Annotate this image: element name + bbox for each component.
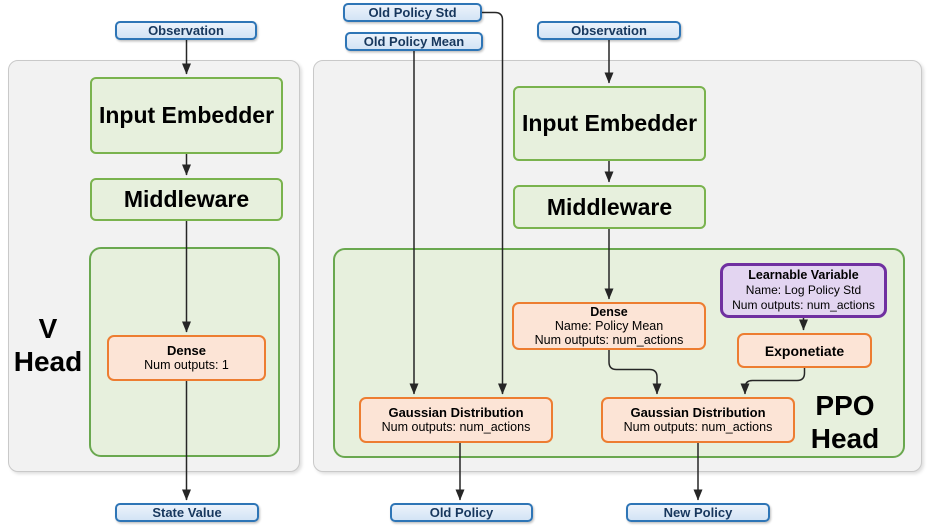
node-dense-policy-mean: Dense Name: Policy Mean Num outputs: num… <box>512 302 706 350</box>
node-new-policy: New Policy <box>626 503 770 522</box>
node-state-value: State Value <box>115 503 259 522</box>
node-gaussian-old-line1: Num outputs: num_actions <box>381 420 531 434</box>
node-dense-policy-mean-line2: Num outputs: num_actions <box>534 333 684 347</box>
node-input-embedder-v-label: Input Embedder <box>98 102 275 128</box>
node-learnable-variable: Learnable Variable Name: Log Policy Std … <box>720 263 887 318</box>
node-observation-ppo-label: Observation <box>571 23 647 38</box>
node-observation-ppo: Observation <box>537 21 681 40</box>
node-old-policy-std-label: Old Policy Std <box>368 5 457 20</box>
node-middleware-v: Middleware <box>90 178 283 221</box>
node-gaussian-old-title: Gaussian Distribution <box>388 405 524 420</box>
node-new-policy-label: New Policy <box>663 505 733 520</box>
node-dense-v-title: Dense <box>166 343 207 358</box>
ppo-head-label-line1: PPO <box>815 390 875 421</box>
node-gaussian-distribution-new: Gaussian Distribution Num outputs: num_a… <box>601 397 795 443</box>
v-head-label: V Head <box>3 312 93 378</box>
node-observation-v: Observation <box>115 21 257 40</box>
node-dense-v: Dense Num outputs: 1 <box>107 335 266 381</box>
node-dense-v-line1: Num outputs: 1 <box>144 358 229 372</box>
ppo-head-label-line2: Head <box>810 423 880 454</box>
node-state-value-label: State Value <box>152 505 222 520</box>
node-gaussian-new-line1: Num outputs: num_actions <box>623 420 773 434</box>
node-learnable-variable-title: Learnable Variable <box>748 268 859 282</box>
node-middleware-v-label: Middleware <box>123 186 250 212</box>
node-middleware-ppo: Middleware <box>513 185 706 229</box>
node-dense-policy-mean-title: Dense <box>590 305 628 319</box>
node-old-policy-label: Old Policy <box>429 505 494 520</box>
node-input-embedder-ppo-label: Input Embedder <box>521 110 698 136</box>
node-input-embedder-ppo: Input Embedder <box>513 86 706 161</box>
node-middleware-ppo-label: Middleware <box>546 193 673 220</box>
v-head-label-line2: Head <box>13 346 83 377</box>
v-head-label-line1: V <box>38 313 58 344</box>
node-old-policy: Old Policy <box>390 503 533 522</box>
node-old-policy-mean: Old Policy Mean <box>345 32 483 51</box>
node-learnable-variable-line1: Name: Log Policy Std <box>745 283 862 297</box>
node-observation-v-label: Observation <box>148 23 224 38</box>
node-gaussian-distribution-old: Gaussian Distribution Num outputs: num_a… <box>359 397 553 443</box>
node-dense-policy-mean-line1: Name: Policy Mean <box>554 319 664 333</box>
node-old-policy-std: Old Policy Std <box>343 3 482 22</box>
node-input-embedder-v: Input Embedder <box>90 77 283 154</box>
node-learnable-variable-line2: Num outputs: num_actions <box>732 298 875 312</box>
node-exponetiate: Exponetiate <box>737 333 872 368</box>
ppo-head-label: PPO Head <box>800 389 890 455</box>
node-gaussian-new-title: Gaussian Distribution <box>630 405 766 420</box>
node-old-policy-mean-label: Old Policy Mean <box>363 34 465 49</box>
node-exponetiate-label: Exponetiate <box>764 342 845 359</box>
